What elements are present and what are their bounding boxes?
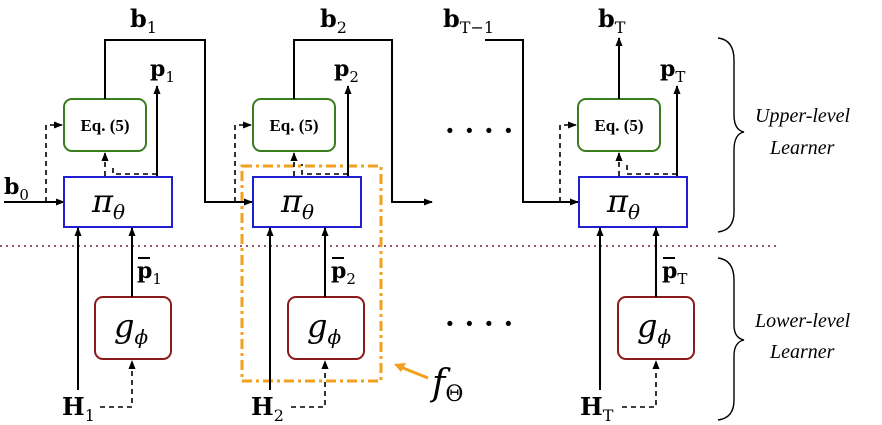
stage-t: πθ Eq. (5) gϕ HT pT pT bT [559, 4, 695, 425]
upper-level-label-line1: Upper-level [755, 105, 851, 127]
stage-1: πθ Eq. (5) gϕ H1 p1 p1 [45, 4, 253, 425]
p-label-2: p2 [334, 56, 359, 86]
b0-label: b0 [4, 174, 29, 204]
b-label-t: bT [598, 4, 626, 37]
ellipsis-lower: · · · · [445, 307, 513, 340]
policy-label-1: πθ [91, 182, 125, 224]
f-theta-label: fΘ [429, 363, 463, 407]
equation-label-t: Eq. (5) [594, 116, 643, 135]
lower-brace [717, 257, 745, 421]
upper-level-label-line2: Learner [769, 137, 835, 159]
pbar-label-2: p2 [331, 258, 356, 288]
b-label-2: b2 [320, 4, 347, 37]
h-label-1: H1 [62, 392, 95, 425]
equation-label-2: Eq. (5) [269, 116, 318, 135]
lower-level-label-line2: Learner [769, 341, 835, 363]
lower-label-2: gϕ [307, 307, 341, 349]
policy-box-1 [63, 176, 173, 228]
h-label-t: HT [580, 392, 614, 425]
h-label-2: H2 [251, 392, 284, 425]
f-theta-highlight-box [240, 164, 383, 383]
b-label-1: b1 [130, 4, 157, 37]
ellipsis-upper: · · · · [445, 114, 513, 147]
upper-brace [717, 37, 745, 233]
policy-label-t: πθ [606, 182, 640, 224]
pbar-label-t: pT [662, 258, 687, 288]
pbar-label-1: p1 [137, 258, 162, 288]
stage-2: πθ Eq. (5) gϕ H2 p2 p2 b2 [234, 4, 433, 425]
lower-label-t: gϕ [637, 307, 671, 349]
p-label-t: pT [660, 56, 685, 86]
lower-level-label-line1: Lower-level [754, 310, 851, 332]
policy-box-2 [252, 176, 362, 228]
equation-label-1: Eq. (5) [80, 116, 129, 135]
lower-label-1: gϕ [114, 307, 148, 349]
p-label-1: p1 [150, 56, 175, 86]
policy-label-2: πθ [280, 182, 314, 224]
policy-box-t [578, 176, 688, 228]
b-prev-last-label: bT−1 [443, 4, 494, 37]
